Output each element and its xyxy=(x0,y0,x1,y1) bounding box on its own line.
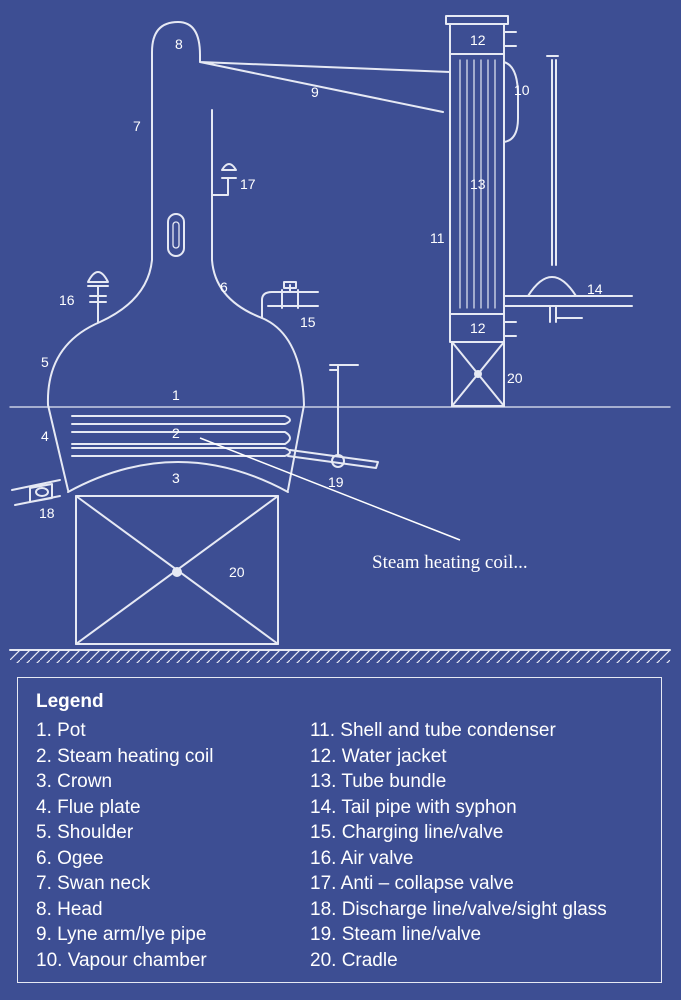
label-steam-line: 19 xyxy=(328,474,344,490)
label-condenser: 11 xyxy=(430,230,445,246)
anti-collapse-valve xyxy=(211,163,237,196)
steam-valve-stem xyxy=(329,364,359,456)
tail-pipe xyxy=(503,295,633,307)
steam-heating-coil xyxy=(71,415,291,457)
ground-hatch xyxy=(10,651,670,663)
label-pot-cradle: 20 xyxy=(229,564,245,580)
label-tail-pipe: 14 xyxy=(587,281,603,297)
legend-item: 15. Charging line/valve xyxy=(310,822,504,843)
legend-item: 5. Shoulder xyxy=(36,822,134,843)
legend-item: 8. Head xyxy=(36,898,103,920)
legend-item: 4. Flue plate xyxy=(36,796,141,818)
legend-item: 19. Steam line/valve xyxy=(310,924,482,945)
legend-item: 13. Tube bundle xyxy=(310,771,447,792)
legend-item: 9. Lyne arm/lye pipe xyxy=(36,924,207,945)
pot-still-body xyxy=(46,21,451,491)
legend-item: 18. Discharge line/valve/sight glass xyxy=(310,898,607,920)
pot-cradle-center xyxy=(172,567,182,577)
legend-box: Legend 1. Pot 2. Steam heating coil 3. C… xyxy=(17,677,662,983)
label-air-valve: 16 xyxy=(59,292,75,308)
label-charging-line: 15 xyxy=(300,314,316,330)
legend-item: 2. Steam heating coil xyxy=(36,745,214,767)
legend-item: 10. Vapour chamber xyxy=(36,949,207,971)
charging-line xyxy=(261,284,319,319)
label-anti-collapse-valve: 17 xyxy=(240,176,256,192)
legend-item: 6. Ogee xyxy=(36,847,104,869)
condenser-top-cap xyxy=(445,15,509,25)
legend-item: 16. Air valve xyxy=(310,847,414,869)
annotation-leader-line xyxy=(199,437,461,541)
label-condenser-cradle: 20 xyxy=(507,370,523,386)
label-lyne-arm: 9 xyxy=(311,84,319,100)
label-head: 8 xyxy=(175,36,183,52)
legend-column-right: 11. Shell and tube condenser 12. Water j… xyxy=(310,718,607,973)
label-water-jacket-top: 12 xyxy=(470,32,486,48)
legend-item: 11. Shell and tube condenser xyxy=(310,720,556,741)
annotation-steam-heating-coil: Steam heating coil... xyxy=(372,552,528,573)
syphon-vessel xyxy=(527,55,577,297)
legend-item: 1. Pot xyxy=(36,720,86,741)
discharge-line xyxy=(11,479,61,506)
sight-glass-window xyxy=(167,213,185,257)
legend-item: 20. Cradle xyxy=(310,949,398,971)
sight-glass-inner xyxy=(172,221,180,249)
air-valve xyxy=(87,271,109,323)
label-swan-neck: 7 xyxy=(133,118,141,134)
legend-column-left: 1. Pot 2. Steam heating coil 3. Crown 4.… xyxy=(36,718,213,973)
legend-item: 12. Water jacket xyxy=(310,745,447,767)
legend-item: 7. Swan neck xyxy=(36,873,151,894)
label-steam-heating-coil: 2 xyxy=(172,425,180,441)
label-tube-bundle: 13 xyxy=(470,176,486,192)
label-flue-plate: 4 xyxy=(41,428,49,444)
label-discharge-line: 18 xyxy=(39,505,55,521)
label-water-jacket-bottom: 12 xyxy=(470,320,486,336)
condenser-cradle xyxy=(451,341,505,407)
legend-item: 3. Crown xyxy=(36,771,113,792)
pot-still-diagram: 1 2 3 4 5 6 7 8 9 10 11 12 12 13 14 15 1… xyxy=(9,15,671,663)
legend-title: Legend xyxy=(36,691,104,712)
charging-valve-handle xyxy=(283,281,297,289)
pot-cradle xyxy=(75,495,279,645)
syphon-drain xyxy=(549,305,583,323)
label-crown: 3 xyxy=(172,470,180,486)
label-shoulder: 5 xyxy=(41,354,49,370)
vapour-chamber xyxy=(503,61,519,143)
legend-item: 17. Anti – collapse valve xyxy=(310,873,514,894)
label-ogee: 6 xyxy=(220,279,228,295)
crown xyxy=(67,461,289,493)
legend-item: 14. Tail pipe with syphon xyxy=(310,796,517,818)
tube-bundle xyxy=(459,59,496,309)
discharge-sight-glass xyxy=(35,487,49,497)
label-pot: 1 xyxy=(172,387,180,403)
label-vapour-chamber: 10 xyxy=(514,82,530,98)
